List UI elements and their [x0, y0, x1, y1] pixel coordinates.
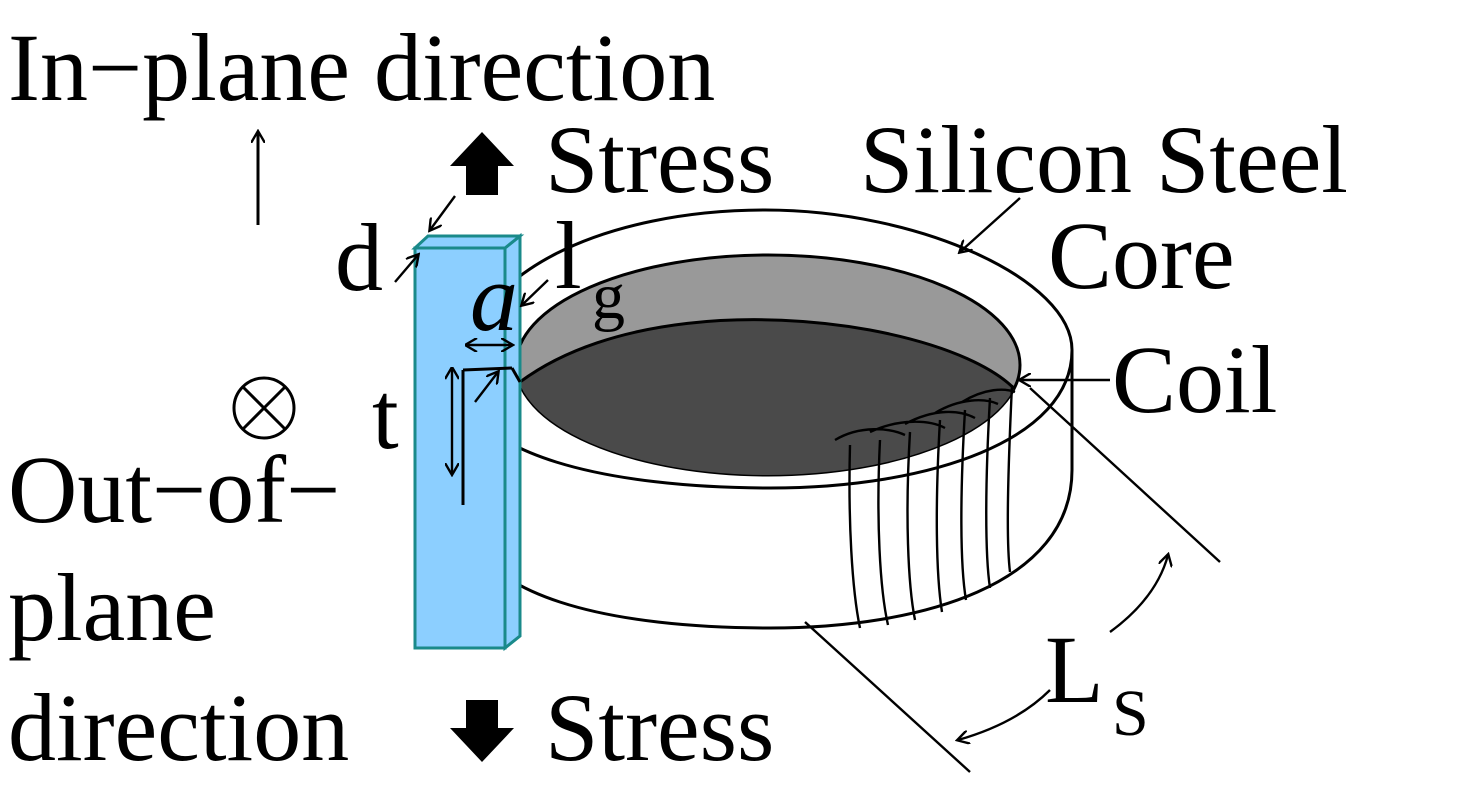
out-of-plane-label-2: plane [8, 554, 216, 661]
t-pointer [474, 372, 498, 403]
silicon-steel-specimen [411, 232, 525, 652]
out-of-plane-label-3: direction [8, 674, 349, 781]
in-plane-direction-label: In−plane direction [8, 14, 715, 121]
ls-arrow-down [958, 689, 1051, 740]
lg-arrow [522, 279, 549, 305]
d-label: d [335, 204, 383, 311]
core-label: Core [1048, 202, 1235, 309]
l-label: l [555, 202, 582, 309]
out-of-plane-symbol [232, 376, 296, 440]
stress-up-arrow [450, 132, 514, 195]
specimen-front [413, 246, 507, 650]
d-arrow-bottom [394, 255, 418, 283]
stress-bottom-label: Stress [545, 674, 774, 781]
d-arrow-top [430, 195, 456, 230]
coil-windings [834, 384, 1016, 629]
silicon-steel-label: Silicon Steel [860, 106, 1348, 213]
silicon-steel-leader [960, 197, 1021, 252]
out-of-plane-label-1: Out−of− [8, 436, 340, 543]
core-inner-shadow [518, 318, 1020, 475]
stress-top-label: Stress [545, 106, 774, 213]
a-label: a [470, 244, 518, 351]
ls-arrow-up [1109, 555, 1168, 633]
t-label: t [372, 362, 399, 469]
stress-down-arrow [450, 700, 514, 762]
ls-subscript: S [1112, 677, 1149, 750]
ls-path-line-bottom [804, 621, 971, 773]
ls-path-line-right [1029, 387, 1221, 563]
toroidal-core [461, 208, 1074, 630]
coil-label: Coil [1112, 326, 1277, 433]
g-label: g [592, 260, 625, 333]
ls-label: L [1045, 616, 1104, 723]
